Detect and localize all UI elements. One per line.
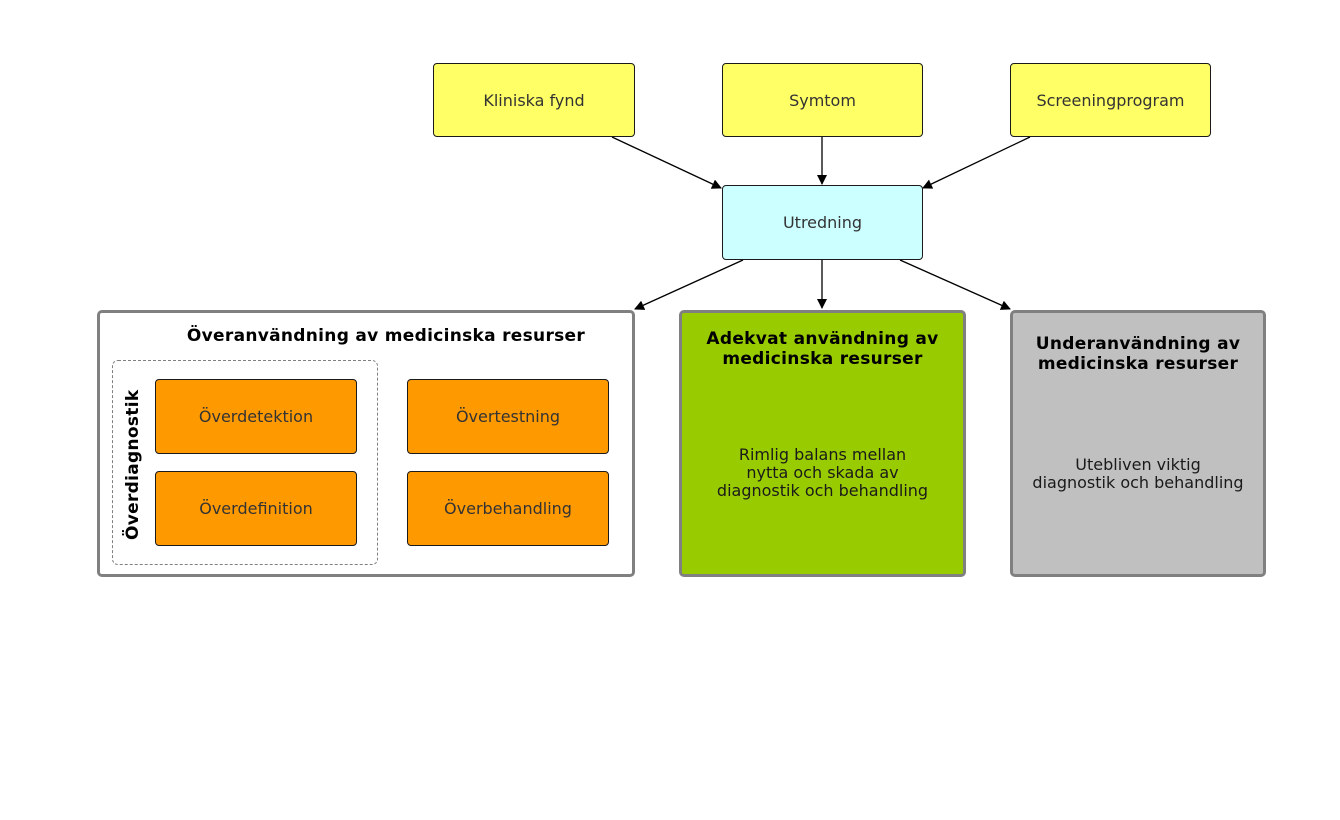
overanvandning-group: Överanvändning av medicinska resurser Öv… (97, 310, 635, 577)
arrow-kliniska-to-utredning (611, 136, 722, 189)
adekvat-body-line1: Rimlig balans mellan (738, 445, 907, 464)
utredning-label: Utredning (782, 213, 863, 232)
adekvat-group: Adekvat användning av medicinska resurse… (679, 310, 966, 577)
utredning-box: Utredning (722, 185, 923, 260)
adekvat-title-line2: medicinska resurser (722, 349, 923, 369)
underanvandning-title-line2: medicinska resurser (1037, 354, 1239, 374)
overdiagnostik-label: Överdiagnostik (123, 389, 143, 540)
overtestning-box: Övertestning (407, 379, 609, 454)
symtom-box: Symtom (722, 63, 923, 137)
kliniska-fynd-label: Kliniska fynd (483, 90, 585, 110)
arrow-utredning-to-under (899, 259, 1011, 310)
underanvandning-title: Underanvändning av medicinska resurser (1013, 334, 1263, 374)
overdefinition-label: Överdefinition (199, 499, 313, 518)
arrow-screening-to-utredning (922, 136, 1031, 189)
kliniska-fynd-box: Kliniska fynd (433, 63, 635, 137)
adekvat-title-line1: Adekvat användning av (706, 329, 939, 349)
adekvat-title: Adekvat användning av medicinska resurse… (682, 329, 963, 369)
overdiagnostik-group (112, 360, 378, 565)
adekvat-body-line2: nytta och skada av (746, 463, 899, 482)
overdefinition-box: Överdefinition (155, 471, 357, 546)
adekvat-body-line3: diagnostik och behandling (716, 481, 929, 500)
overtestning-label: Övertestning (455, 407, 561, 426)
overbehandling-label: Överbehandling (444, 499, 572, 518)
underanvandning-body-line2: diagnostik och behandling (1032, 473, 1244, 492)
overdetektion-box: Överdetektion (155, 379, 357, 454)
symtom-label: Symtom (789, 90, 856, 110)
underanvandning-body: Utebliven viktig diagnostik och behandli… (1013, 456, 1263, 492)
screeningprogram-box: Screeningprogram (1010, 63, 1211, 137)
overbehandling-box: Överbehandling (407, 471, 609, 546)
adekvat-body: Rimlig balans mellan nytta och skada av … (682, 446, 963, 500)
overdetektion-label: Överdetektion (198, 407, 314, 426)
overanvandning-title: Överanvändning av medicinska resurser (186, 326, 586, 346)
underanvandning-group: Underanvändning av medicinska resurser U… (1010, 310, 1266, 577)
screeningprogram-label: Screeningprogram (1036, 90, 1185, 110)
underanvandning-body-line1: Utebliven viktig (1075, 455, 1201, 474)
arrow-utredning-to-over (634, 259, 744, 310)
underanvandning-title-line1: Underanvändning av (1035, 334, 1241, 354)
